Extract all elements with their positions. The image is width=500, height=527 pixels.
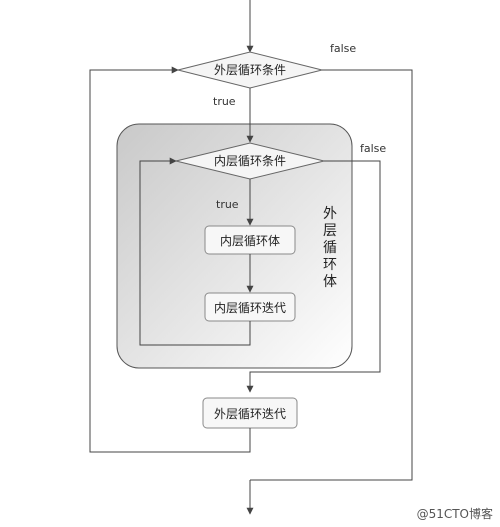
outer-loop-body-char-1: 外 [323,206,337,222]
outer-loop-body-char-4: 环 [323,257,337,273]
watermark: @51CTO博客 [417,506,493,521]
outer-true-label: true [213,95,236,108]
outer-loop-body-char-3: 循 [323,240,337,256]
inner-true-label: true [216,198,239,211]
outer-iteration-label: 外层循环迭代 [214,407,286,421]
outer-condition-label: 外层循环条件 [214,63,286,77]
outer-loop-body-char-5: 体 [323,274,337,290]
outer-false-edge [250,69,413,481]
inner-condition-label: 内层循环条件 [214,154,286,168]
inner-false-edge [246,160,381,393]
inner-body-label: 内层循环体 [220,234,280,248]
outer-false-label: false [330,42,356,55]
inner-loop-back-edge [139,157,251,346]
outer-loop-back-edge [89,66,251,453]
inner-false-label: false [360,142,386,155]
inner-iteration-label: 内层循环迭代 [214,301,286,315]
outer-loop-body-char-2: 层 [323,223,337,239]
